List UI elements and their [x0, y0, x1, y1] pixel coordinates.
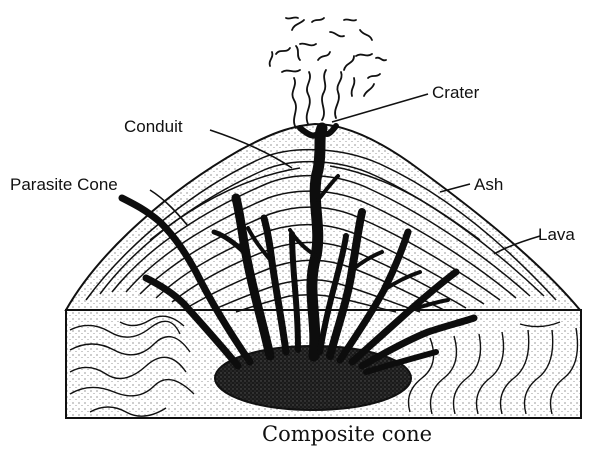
label-lava: Lava: [538, 225, 575, 244]
label-parasite-cone: Parasite Cone: [10, 175, 118, 194]
label-ash: Ash: [474, 175, 503, 194]
label-crater: Crater: [432, 83, 480, 102]
label-conduit: Conduit: [124, 117, 183, 136]
figure-caption: Composite cone: [262, 422, 432, 446]
crater-leader: [332, 94, 428, 122]
